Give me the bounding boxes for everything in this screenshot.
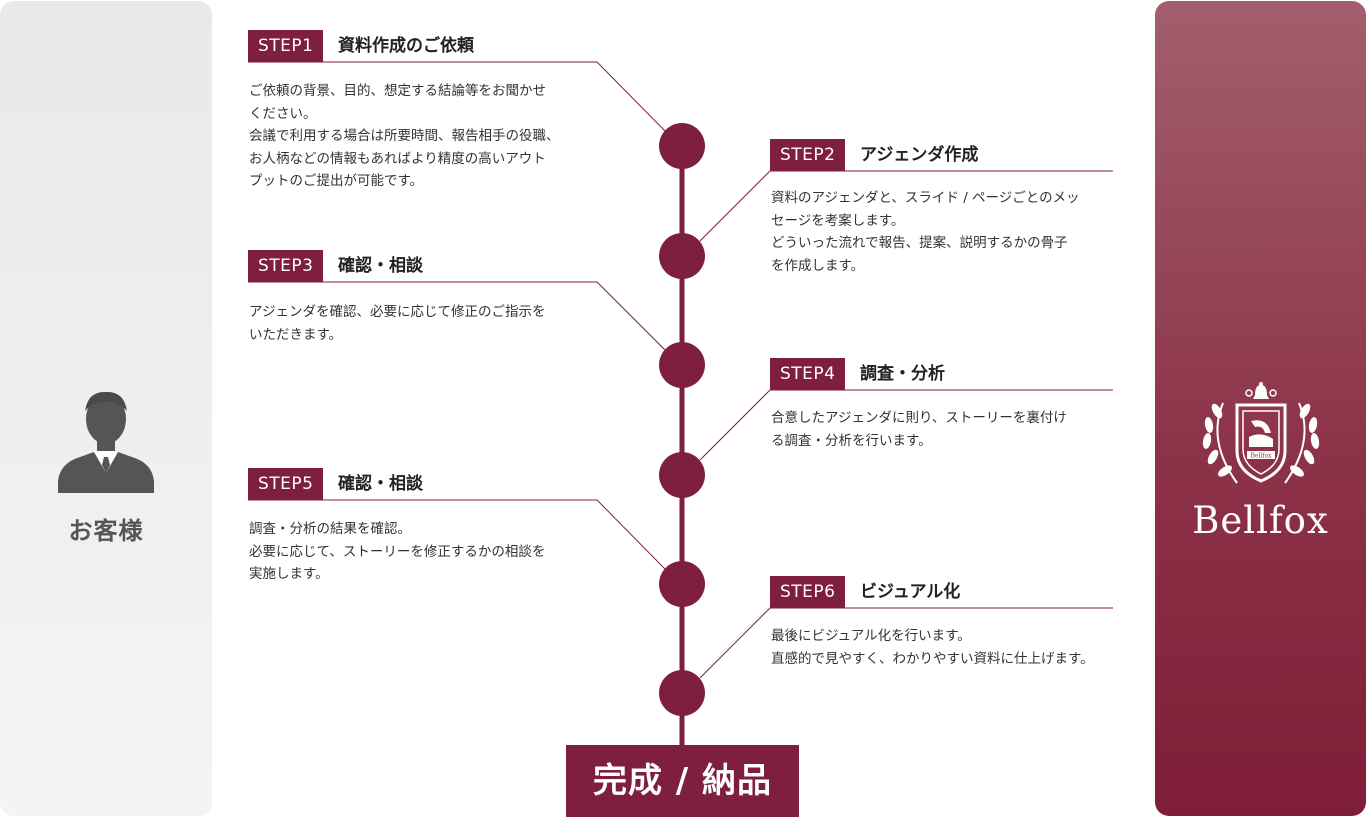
step4-badge: STEP4 [770, 358, 846, 390]
timeline-node-step4 [659, 452, 705, 498]
brand-panel: Bellfox Bellfox [1155, 1, 1366, 816]
step2-description: 資料のアジェンダと、スライド / ページごとのメッ セージを考案します。 どうい… [771, 190, 1080, 274]
step6-badge: STEP6 [770, 576, 846, 608]
customer-person-icon [58, 391, 154, 493]
connector-step3 [248, 281, 666, 351]
step2-badge: STEP2 [770, 139, 846, 171]
step1-description: ご依頼の背景、目的、想定する結論等をお聞かせ ください。 会議で利用する場合は所… [249, 83, 560, 189]
timeline-node-step5 [659, 561, 705, 607]
crest-ribbon-text: Bellfox [1250, 453, 1272, 460]
timeline-node-step1 [659, 123, 705, 169]
step1-title: 資料作成のご依頼 [338, 36, 474, 56]
connector-step6 [699, 607, 1113, 679]
step6-title: ビジュアル化 [860, 582, 961, 602]
timeline-node-step3 [659, 342, 705, 388]
step3-badge: STEP3 [248, 250, 324, 282]
step4-description: 合意したアジェンダに則り、ストーリーを裏付け る調査・分析を行います。 [771, 410, 1067, 449]
customer-label: お客様 [68, 517, 144, 545]
step1-badge: STEP1 [248, 30, 324, 62]
customer-panel: お客様 [0, 1, 212, 816]
connector-step4 [699, 389, 1113, 461]
step6-description: 最後にビジュアル化を行います。 直感的で見やすく、わかりやすい資料に仕上げます。 [771, 628, 1094, 667]
step4-title: 調査・分析 [860, 364, 945, 384]
step5-title: 確認・相談 [338, 474, 423, 494]
step5-description: 調査・分析の結果を確認。 必要に応じて、ストーリーを修正するかの相談を 実施しま… [249, 521, 546, 582]
step5-badge: STEP5 [248, 468, 324, 500]
bellfox-crest-logo: Bellfox [1202, 382, 1320, 484]
brand-name: Bellfox [1192, 499, 1329, 542]
connector-step1 [248, 61, 666, 132]
step2-title: アジェンダ作成 [860, 145, 979, 165]
step3-title: 確認・相談 [338, 256, 423, 276]
final-delivery-box: 完成 / 納品 [566, 745, 799, 817]
step3-description: アジェンダを確認、必要に応じて修正のご指示を いただきます。 [249, 304, 546, 343]
connector-step2 [699, 170, 1113, 242]
timeline-node-step6 [659, 670, 705, 716]
connector-step5 [248, 499, 666, 570]
timeline-node-step2 [659, 233, 705, 279]
